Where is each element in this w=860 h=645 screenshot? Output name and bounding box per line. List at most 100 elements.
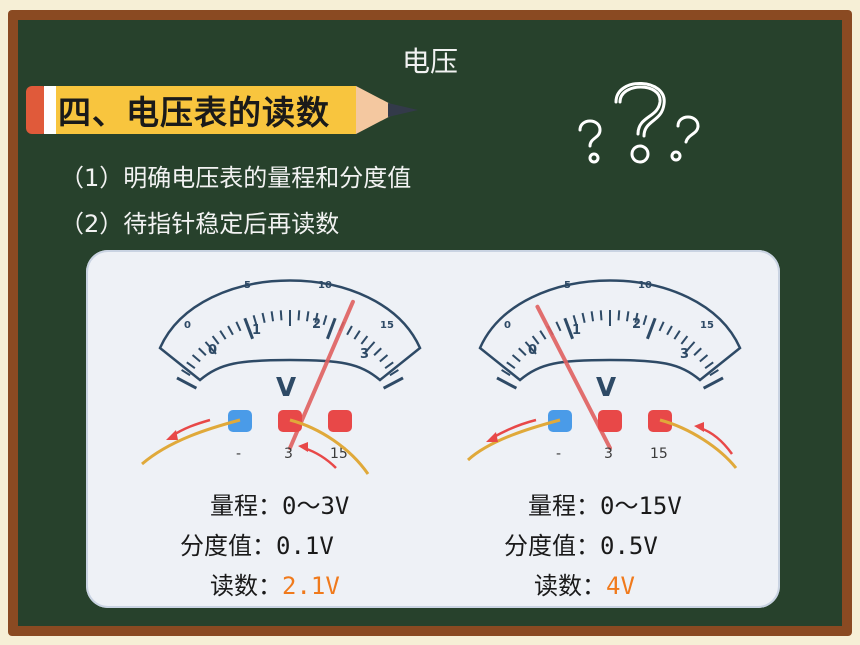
top-scale-10: 10 bbox=[318, 280, 332, 291]
bottom-scale-labels: 0 1 2 3 bbox=[528, 317, 689, 362]
scale-tick bbox=[297, 310, 301, 321]
scale-tick bbox=[227, 325, 234, 336]
reading-label: 读数： bbox=[534, 572, 606, 600]
scale-tick bbox=[642, 315, 648, 326]
top-scale-15: 15 bbox=[380, 320, 394, 331]
scale-tick bbox=[673, 330, 681, 340]
current-arrow-out-head bbox=[166, 430, 178, 440]
scale-tick bbox=[625, 311, 630, 322]
top-scale-5: 5 bbox=[564, 280, 571, 291]
scale-tick bbox=[346, 325, 353, 336]
range-value: 0～15V bbox=[600, 492, 682, 520]
top-scale-labels: 0 5 10 15 bbox=[504, 280, 714, 331]
scale-tick bbox=[363, 341, 376, 355]
scale-tick bbox=[279, 310, 283, 321]
reading-value: 2.1V bbox=[282, 572, 340, 600]
terminal-labels: - 3 15 bbox=[236, 446, 348, 462]
voltmeter-right: 0 5 10 15 0 1 2 3 V - 3 15 bbox=[466, 279, 742, 469]
wire-positive bbox=[659, 418, 738, 469]
scale-tick bbox=[314, 312, 319, 323]
range-label: 量程： bbox=[528, 492, 600, 520]
terminal-3 bbox=[598, 410, 622, 432]
reading-label: 读数： bbox=[210, 572, 282, 600]
scale-tick bbox=[709, 369, 719, 377]
scale-tick bbox=[581, 312, 586, 323]
division-label: 分度值： bbox=[504, 532, 600, 560]
scale-tick bbox=[204, 341, 217, 355]
scale-tick bbox=[322, 315, 328, 326]
scale-tick bbox=[211, 335, 220, 345]
scale-tick bbox=[243, 317, 254, 340]
division-value: 0.1V bbox=[276, 532, 334, 560]
needle bbox=[535, 304, 612, 450]
scale-tick bbox=[186, 361, 196, 370]
scale-tick bbox=[634, 312, 639, 323]
scale-tick bbox=[373, 347, 382, 356]
section-heading: 四、电压表的读数 bbox=[58, 93, 330, 132]
scale-tick bbox=[379, 354, 389, 363]
scale-tick bbox=[326, 317, 337, 340]
scale-tick bbox=[252, 315, 258, 326]
bottom-scale-0: 0 bbox=[208, 343, 217, 358]
scale-tick bbox=[219, 330, 227, 340]
scale-tick bbox=[539, 330, 547, 340]
info-right-reading: 读数：4V bbox=[534, 566, 635, 601]
info-left-division: 分度值：0.1V bbox=[180, 526, 334, 561]
info-left-reading: 读数：2.1V bbox=[210, 566, 340, 601]
bottom-scale-2: 2 bbox=[632, 317, 641, 332]
scale-tick bbox=[198, 347, 207, 356]
terminal-label-negative: - bbox=[556, 446, 561, 462]
terminal-label-3: 3 bbox=[604, 446, 613, 462]
terminal-label-15: 15 bbox=[330, 446, 348, 462]
bottom-scale-1: 1 bbox=[572, 323, 581, 338]
top-scale-5: 5 bbox=[244, 280, 251, 291]
terminal-label-3: 3 bbox=[284, 446, 293, 462]
info-right-range: 量程：0～15V bbox=[528, 486, 682, 521]
scale-tick bbox=[305, 311, 310, 322]
wire-negative bbox=[466, 418, 561, 462]
scale-tick bbox=[382, 376, 404, 390]
scale-tick bbox=[572, 315, 578, 326]
scale-tick bbox=[501, 369, 511, 377]
info-left-range: 量程：0～3V bbox=[210, 486, 349, 521]
scale-tick bbox=[511, 354, 521, 363]
scale-tick bbox=[599, 310, 603, 321]
scale-tick bbox=[590, 311, 595, 322]
terminal-label-negative: - bbox=[236, 446, 241, 462]
unit-label: V bbox=[596, 373, 616, 403]
scale-tick bbox=[531, 335, 540, 345]
scale-tick bbox=[646, 317, 657, 340]
top-scale-0: 0 bbox=[184, 320, 191, 331]
current-arrow-out bbox=[171, 418, 211, 438]
wire-positive bbox=[289, 418, 370, 475]
step-2: （2）待指针稳定后再读数 bbox=[60, 210, 340, 238]
scale-tick bbox=[680, 335, 689, 345]
question-mark-icon bbox=[578, 82, 700, 164]
scale-tick bbox=[235, 321, 242, 332]
scale-tick bbox=[683, 341, 696, 355]
top-scale-15: 15 bbox=[700, 320, 714, 331]
info-right-division: 分度值：0.5V bbox=[504, 526, 658, 561]
wire-negative bbox=[141, 418, 241, 466]
scale-tick bbox=[181, 369, 191, 377]
scale-tick bbox=[518, 347, 527, 356]
bottom-scale-2: 2 bbox=[312, 317, 321, 332]
bottom-scale-labels: 0 1 2 3 bbox=[208, 317, 369, 362]
division-value: 0.5V bbox=[600, 532, 658, 560]
bottom-scale-1: 1 bbox=[252, 323, 261, 338]
scale-ticks bbox=[496, 310, 724, 390]
scale-tick bbox=[506, 361, 516, 370]
slide-title: 电压 bbox=[401, 45, 458, 78]
dial-face bbox=[158, 279, 422, 382]
scale-tick bbox=[270, 311, 275, 322]
scale-tick bbox=[702, 376, 724, 390]
scale-tick bbox=[496, 376, 518, 390]
scale-tick bbox=[261, 312, 266, 323]
division-label: 分度值： bbox=[180, 532, 276, 560]
terminal-15 bbox=[328, 410, 352, 432]
scale-tick bbox=[524, 341, 537, 355]
scale-tick bbox=[693, 347, 702, 356]
scale-ticks bbox=[176, 310, 404, 390]
terminal-label-15: 15 bbox=[650, 446, 668, 462]
scale-tick bbox=[658, 321, 665, 332]
